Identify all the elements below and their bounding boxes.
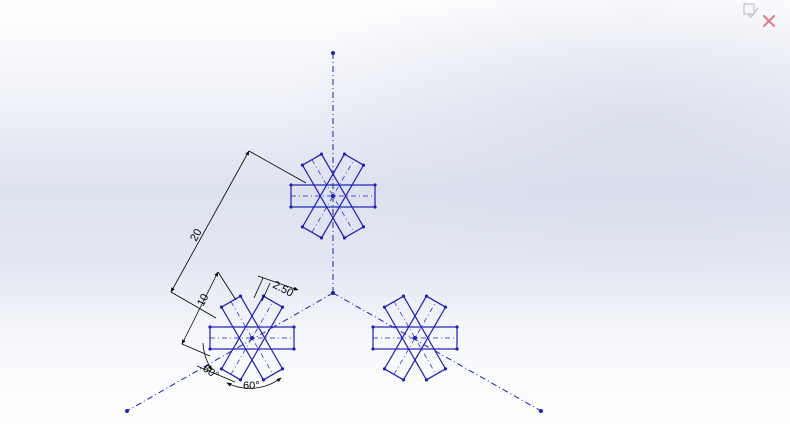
dimension-length[interactable]: 10 xyxy=(195,292,211,308)
sketch-point[interactable] xyxy=(401,294,406,298)
sketch-point[interactable] xyxy=(382,305,387,309)
sketch-point[interactable] xyxy=(261,378,266,382)
sketch-point[interactable] xyxy=(238,378,243,382)
sketch-point[interactable] xyxy=(443,305,448,309)
endpoint-right[interactable] xyxy=(539,409,543,413)
slot-centerline xyxy=(230,301,274,375)
dimension-line-distance[interactable] xyxy=(170,150,250,293)
sketch-point[interactable] xyxy=(342,152,347,156)
dimension-line-width[interactable] xyxy=(257,275,299,291)
slot-centerline xyxy=(311,159,355,233)
sketch-point[interactable] xyxy=(300,163,305,167)
dimension-width[interactable]: 2.50 xyxy=(271,279,296,300)
sketch-point[interactable] xyxy=(361,163,366,167)
dimension-line-length[interactable] xyxy=(181,271,219,345)
star-right[interactable] xyxy=(371,294,459,382)
endpoint-center[interactable] xyxy=(331,291,335,295)
sketch-point[interactable] xyxy=(300,225,305,229)
star-center-point[interactable] xyxy=(413,336,417,340)
sketch-point[interactable] xyxy=(208,347,212,351)
sketch-point[interactable] xyxy=(373,183,377,187)
dimension-angle-left[interactable]: 60° xyxy=(200,363,221,382)
sketch-point[interactable] xyxy=(319,236,324,240)
star-top[interactable] xyxy=(289,152,377,240)
sketch-point[interactable] xyxy=(238,294,243,298)
sketch-point[interactable] xyxy=(371,325,375,329)
sketch-point[interactable] xyxy=(455,325,459,329)
angle-arc-right[interactable] xyxy=(226,377,282,389)
sketch-point[interactable] xyxy=(289,205,293,209)
slot-centerline xyxy=(393,301,437,375)
cancel-corner-icon[interactable] xyxy=(762,14,776,28)
slot-centerline xyxy=(230,301,274,375)
endpoint-top[interactable] xyxy=(331,51,335,55)
sketch-point[interactable] xyxy=(455,347,459,351)
centerline-right[interactable] xyxy=(332,292,542,412)
construction-lines xyxy=(126,53,542,412)
sketch-point[interactable] xyxy=(361,225,366,229)
sketch-point[interactable] xyxy=(219,305,224,309)
sketch-point[interactable] xyxy=(292,347,296,351)
sketch-point[interactable] xyxy=(382,367,387,371)
sketch-point[interactable] xyxy=(424,294,429,298)
confirmation-corner xyxy=(742,2,782,28)
centerline-left[interactable] xyxy=(126,292,334,412)
star-left[interactable] xyxy=(208,294,296,382)
dimension-distance[interactable]: 20 xyxy=(188,227,204,244)
sketch-point[interactable] xyxy=(219,367,224,371)
sketch-point[interactable] xyxy=(280,305,285,309)
star-center-point[interactable] xyxy=(331,194,335,198)
sketch-point[interactable] xyxy=(371,347,375,351)
endpoint-left[interactable] xyxy=(125,409,129,413)
star-slot[interactable] xyxy=(220,295,284,381)
star-center-point[interactable] xyxy=(250,336,254,340)
angle-arc-left[interactable] xyxy=(202,342,213,371)
dimensions xyxy=(170,150,307,389)
slot-centerline xyxy=(393,301,437,375)
sketch-point[interactable] xyxy=(289,183,293,187)
dimension-labels: 20 10 2.50 60° 60° xyxy=(188,227,295,392)
sketch-point[interactable] xyxy=(319,152,324,156)
sketch-point[interactable] xyxy=(292,325,296,329)
dimension-angle-right[interactable]: 60° xyxy=(243,380,260,392)
slot-centerline xyxy=(311,159,355,233)
confirm-corner-icon[interactable] xyxy=(742,2,760,20)
sketch-point[interactable] xyxy=(208,325,212,329)
sketch-point[interactable] xyxy=(401,378,406,382)
star-slot[interactable] xyxy=(220,295,284,381)
sketch-point[interactable] xyxy=(342,236,347,240)
sketch-point[interactable] xyxy=(280,367,285,371)
sketch-point[interactable] xyxy=(373,205,377,209)
sketch-point[interactable] xyxy=(443,367,448,371)
sketch-point[interactable] xyxy=(424,378,429,382)
star-patterns xyxy=(208,152,459,382)
